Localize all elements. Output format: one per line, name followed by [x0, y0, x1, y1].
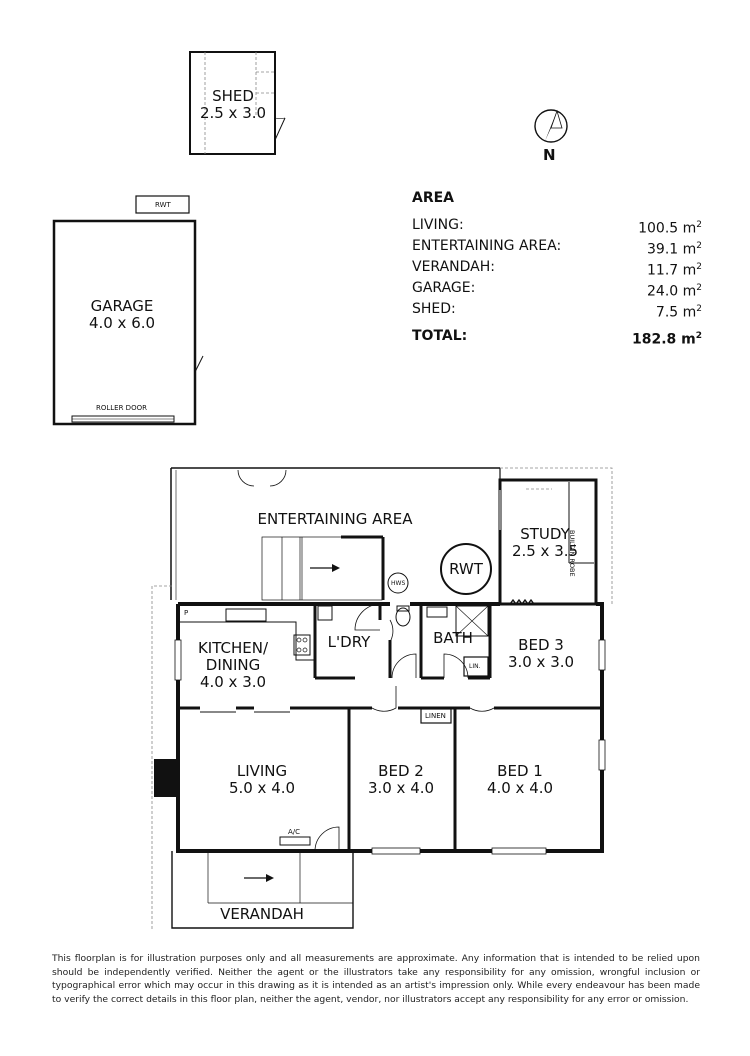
bath-label: BATH — [433, 629, 473, 647]
built-in-robe-label: BUILT-IN ROBE — [568, 530, 576, 577]
roller-door-label: ROLLER DOOR — [96, 404, 147, 412]
garage-name: GARAGE — [90, 297, 154, 315]
lin-label: LIN. — [469, 663, 481, 670]
area-row-living: LIVING:100.5 m2 — [412, 217, 702, 237]
area-row-garage: GARAGE:24.0 m2 — [412, 280, 702, 300]
area-row-shed: SHED:7.5 m2 — [412, 301, 702, 321]
study-size: 2.5 x 3.5 — [511, 542, 579, 560]
disclaimer-text: This floorplan is for illustration purpo… — [52, 953, 700, 1005]
kitchen-name: KITCHEN/ — [197, 639, 269, 657]
north-label: N — [543, 146, 556, 164]
house-outer-walls — [151, 585, 606, 930]
bed2-name: BED 2 — [378, 762, 424, 780]
bed2-size: 3.0 x 4.0 — [367, 779, 435, 797]
bed3-label: BED 3 3.0 x 3.0 — [508, 637, 574, 671]
pantry-label: P — [184, 609, 189, 617]
verandah-label: VERANDAH — [216, 906, 308, 923]
laundry-label: L'DRY — [327, 633, 371, 651]
rwt-tank-outline — [135, 195, 190, 214]
shed-outline — [189, 51, 286, 155]
bed3-name: BED 3 — [518, 636, 564, 654]
area-table: AREA LIVING:100.5 m2 ENTERTAINING AREA:3… — [412, 190, 702, 348]
area-row-verandah: VERANDAH:11.7 m2 — [412, 259, 702, 279]
living-name: LIVING — [236, 762, 288, 780]
study-name: STUDY — [520, 525, 570, 543]
rwt-label: RWT — [449, 560, 483, 578]
ac-label: A/C — [288, 828, 301, 836]
interior-walls — [178, 603, 602, 852]
kitchen-name-2: DINING — [205, 656, 261, 674]
entertaining-area-label: ENTERTAINING AREA — [257, 510, 413, 528]
study-label: STUDY 2.5 x 3.5 — [512, 526, 578, 560]
living-label: LIVING 5.0 x 4.0 — [229, 763, 295, 797]
garage-size: 4.0 x 6.0 — [88, 314, 156, 332]
area-row-entertaining: ENTERTAINING AREA:39.1 m2 — [412, 238, 702, 258]
shed-name: SHED — [212, 87, 254, 105]
shed-size: 2.5 x 3.0 — [199, 104, 267, 122]
garage-outline — [52, 219, 204, 426]
bed1-name: BED 1 — [497, 762, 543, 780]
entertaining-area-outline — [170, 467, 501, 605]
bed2-label: BED 2 3.0 x 4.0 — [368, 763, 434, 797]
area-row-total: TOTAL:182.8 m2 — [412, 328, 702, 348]
rwt-tank-label: RWT — [155, 201, 171, 209]
hws-label: HWS — [391, 580, 406, 587]
linen-label: LINEN — [425, 712, 446, 720]
kitchen-size: 4.0 x 3.0 — [199, 673, 267, 691]
kitchen-label: KITCHEN/ DINING 4.0 x 3.0 — [198, 640, 268, 691]
shed-label: SHED 2.5 x 3.0 — [200, 88, 266, 122]
north-arrow-icon — [534, 109, 568, 143]
living-size: 5.0 x 4.0 — [228, 779, 296, 797]
bed3-size: 3.0 x 3.0 — [507, 653, 575, 671]
bed1-label: BED 1 4.0 x 4.0 — [487, 763, 553, 797]
bed1-size: 4.0 x 4.0 — [486, 779, 554, 797]
garage-label: GARAGE 4.0 x 6.0 — [89, 298, 155, 332]
verandah-outline — [171, 851, 354, 929]
area-heading: AREA — [412, 190, 455, 206]
